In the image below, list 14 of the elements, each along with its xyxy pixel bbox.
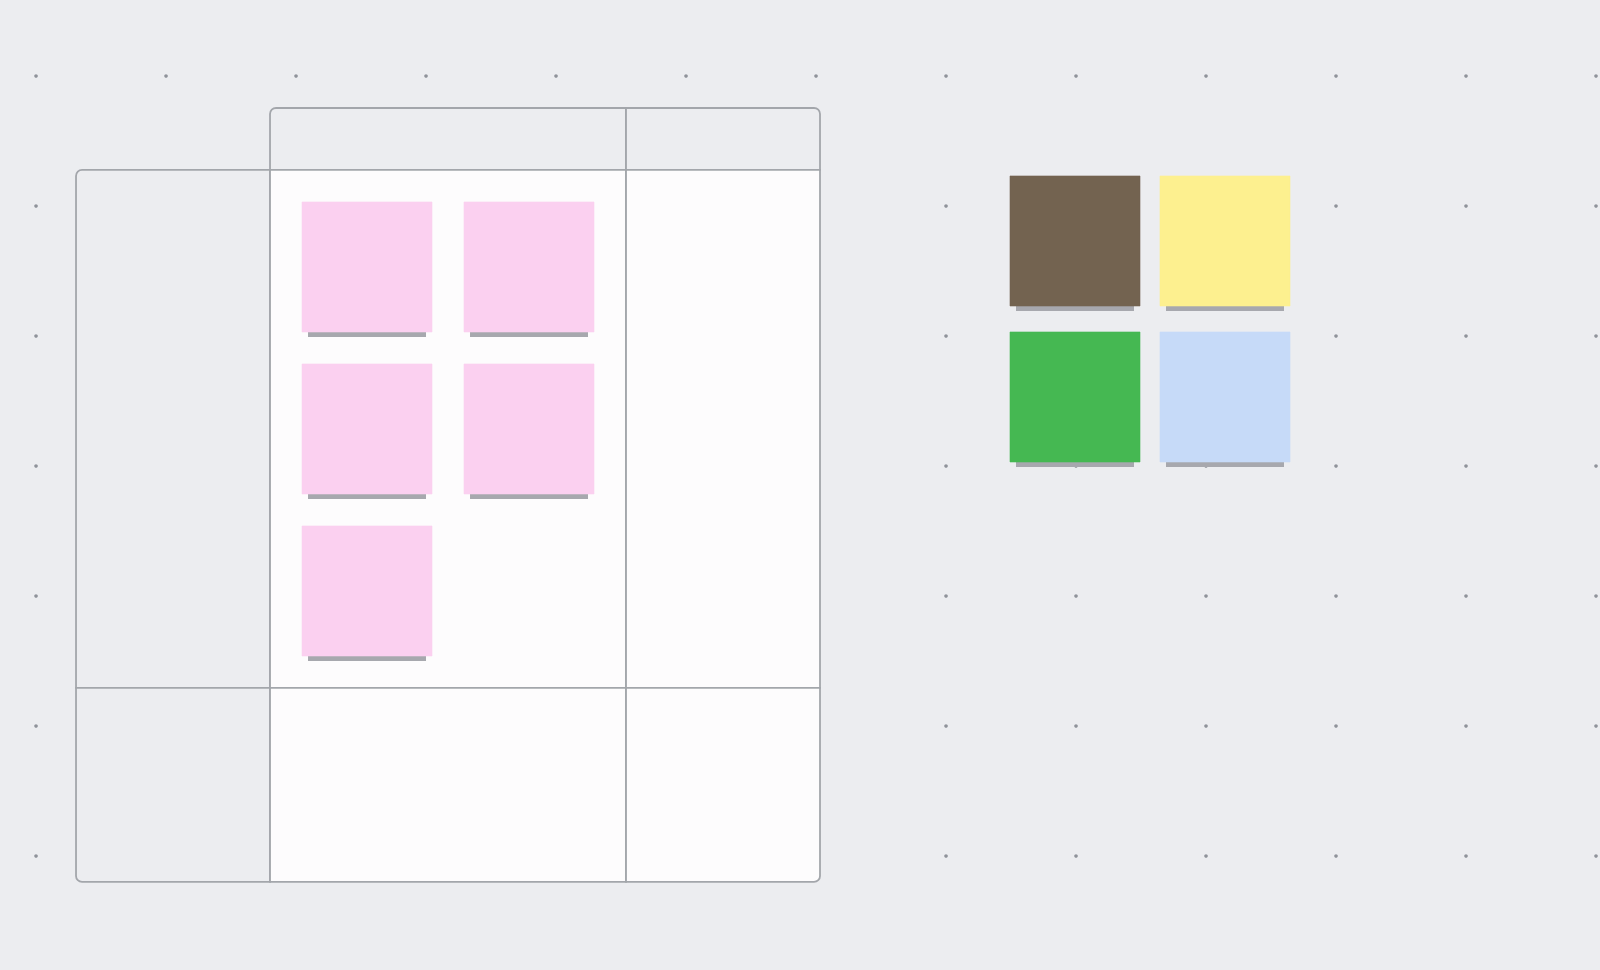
sticky-note [301,525,433,661]
table-cell [75,687,271,883]
sticky-note [1009,331,1141,467]
sticky-note [301,201,433,337]
sticky-note [1009,175,1141,311]
sticky-note [463,363,595,499]
sticky-note [463,201,595,337]
table-cell [269,107,627,171]
table-cell [625,687,821,883]
sticky-note [1159,175,1291,311]
table-cell [269,687,627,883]
sticky-note [301,363,433,499]
sticky-note [1159,331,1291,467]
table-cell [625,107,821,171]
